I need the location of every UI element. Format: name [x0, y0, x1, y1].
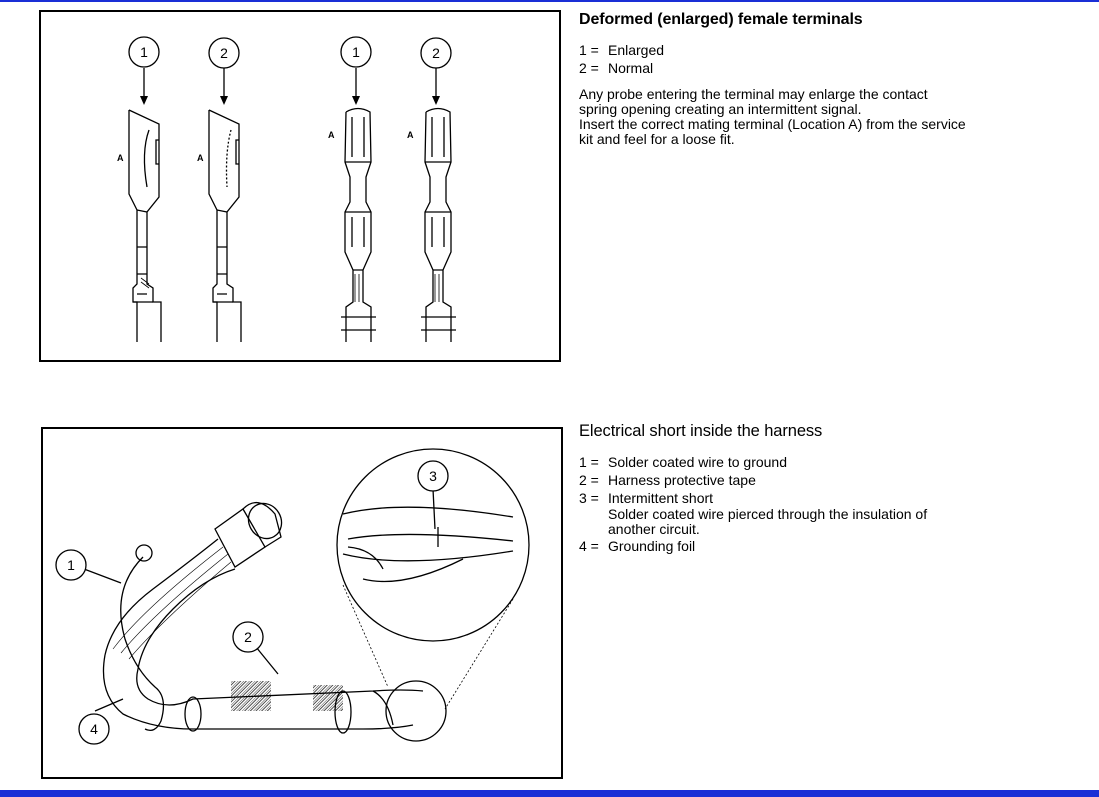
legend-item: Solder coated wire pierced through the i… — [579, 507, 999, 537]
terminals-legend: 1 = Enlarged 2 = Normal — [579, 41, 999, 77]
top-rule — [0, 0, 1099, 2]
callout-label: 2 — [244, 629, 252, 645]
legend-item: 3 = Intermittent short — [579, 489, 999, 507]
legend-number — [579, 507, 608, 537]
paragraph-line: Any probe entering the terminal may enla… — [579, 86, 928, 117]
legend-item: 2 = Normal — [579, 59, 999, 77]
ground-wire — [120, 556, 165, 732]
harness-lower-edge — [137, 568, 236, 670]
paragraph-line: Insert the correct mating terminal (Loca… — [579, 116, 966, 147]
terminals-illustration: 1 2 1 2 A A A A — [117, 36, 456, 342]
section-title: Deformed (enlarged) female terminals — [579, 11, 863, 28]
location-label: A — [197, 153, 204, 163]
legend-text: Solder coated wire pierced through the i… — [608, 506, 928, 537]
terminals-figure: 1 2 1 2 A A A A — [39, 10, 561, 362]
callout-label: 1 — [140, 44, 148, 60]
legend-item: 4 = Grounding foil — [579, 537, 999, 555]
harness-upper-edge — [104, 538, 219, 656]
legend-text: Intermittent short — [608, 490, 714, 506]
callout-label: 2 — [432, 45, 440, 61]
callout-label: 2 — [220, 45, 228, 61]
legend-text: Normal — [608, 60, 654, 76]
front-terminal-normal — [421, 107, 456, 342]
harness-illustration: 1 2 3 4 — [55, 448, 530, 745]
location-label: A — [117, 153, 124, 163]
callout-circle-1 — [128, 36, 160, 68]
bottom-rule — [0, 790, 1099, 797]
legend-text: Harness protective tape — [608, 472, 756, 488]
legend-number: 2 = — [579, 60, 599, 76]
side-terminal-enlarged — [128, 109, 162, 342]
callout-circle-4 — [78, 713, 110, 745]
legend-item: 2 = Harness protective tape — [579, 471, 999, 489]
detail-circle — [385, 680, 447, 742]
callout-circle-1b — [340, 36, 372, 68]
callout-label: 3 — [429, 468, 437, 484]
ground-eyelet — [135, 544, 153, 562]
harness-run-top — [136, 668, 424, 706]
location-label: A — [407, 130, 414, 140]
terminals-description: Deformed (enlarged) female terminals 1 =… — [579, 11, 999, 147]
legend-text: Solder coated wire to ground — [608, 454, 787, 470]
callout-circle-1 — [55, 549, 87, 581]
location-label: A — [328, 130, 335, 140]
harness-description: Electrical short inside the harness 1 = S… — [579, 422, 999, 555]
callout-circle-3 — [417, 460, 449, 492]
legend-item: 1 = Enlarged — [579, 41, 999, 59]
callout-circle-2 — [232, 621, 264, 653]
legend-number: 2 = — [579, 472, 599, 488]
harness-legend: 1 = Solder coated wire to ground 2 = Harne… — [579, 453, 999, 555]
callout-circle-2 — [208, 37, 240, 69]
legend-number: 1 = — [579, 42, 599, 58]
callout-label: 1 — [352, 44, 360, 60]
callout-circle-2b — [420, 37, 452, 69]
legend-text: Enlarged — [608, 42, 665, 58]
side-terminal-normal — [208, 109, 242, 342]
description-paragraph: Any probe entering the terminal may enla… — [579, 87, 969, 147]
legend-text: Grounding foil — [608, 538, 696, 554]
callout-label: 4 — [90, 721, 98, 737]
legend-item: 1 = Solder coated wire to ground — [579, 453, 999, 471]
magnifier-circle — [336, 448, 530, 642]
harness-figure: 1 2 3 4 — [41, 427, 563, 779]
legend-number: 4 = — [579, 538, 599, 554]
legend-number: 3 = — [579, 490, 599, 506]
section-title: Electrical short inside the harness — [579, 422, 823, 440]
callout-label: 1 — [67, 557, 75, 573]
legend-number: 1 = — [579, 454, 599, 470]
front-terminal-enlarged — [341, 107, 376, 342]
harness-run-bottom — [102, 654, 414, 730]
